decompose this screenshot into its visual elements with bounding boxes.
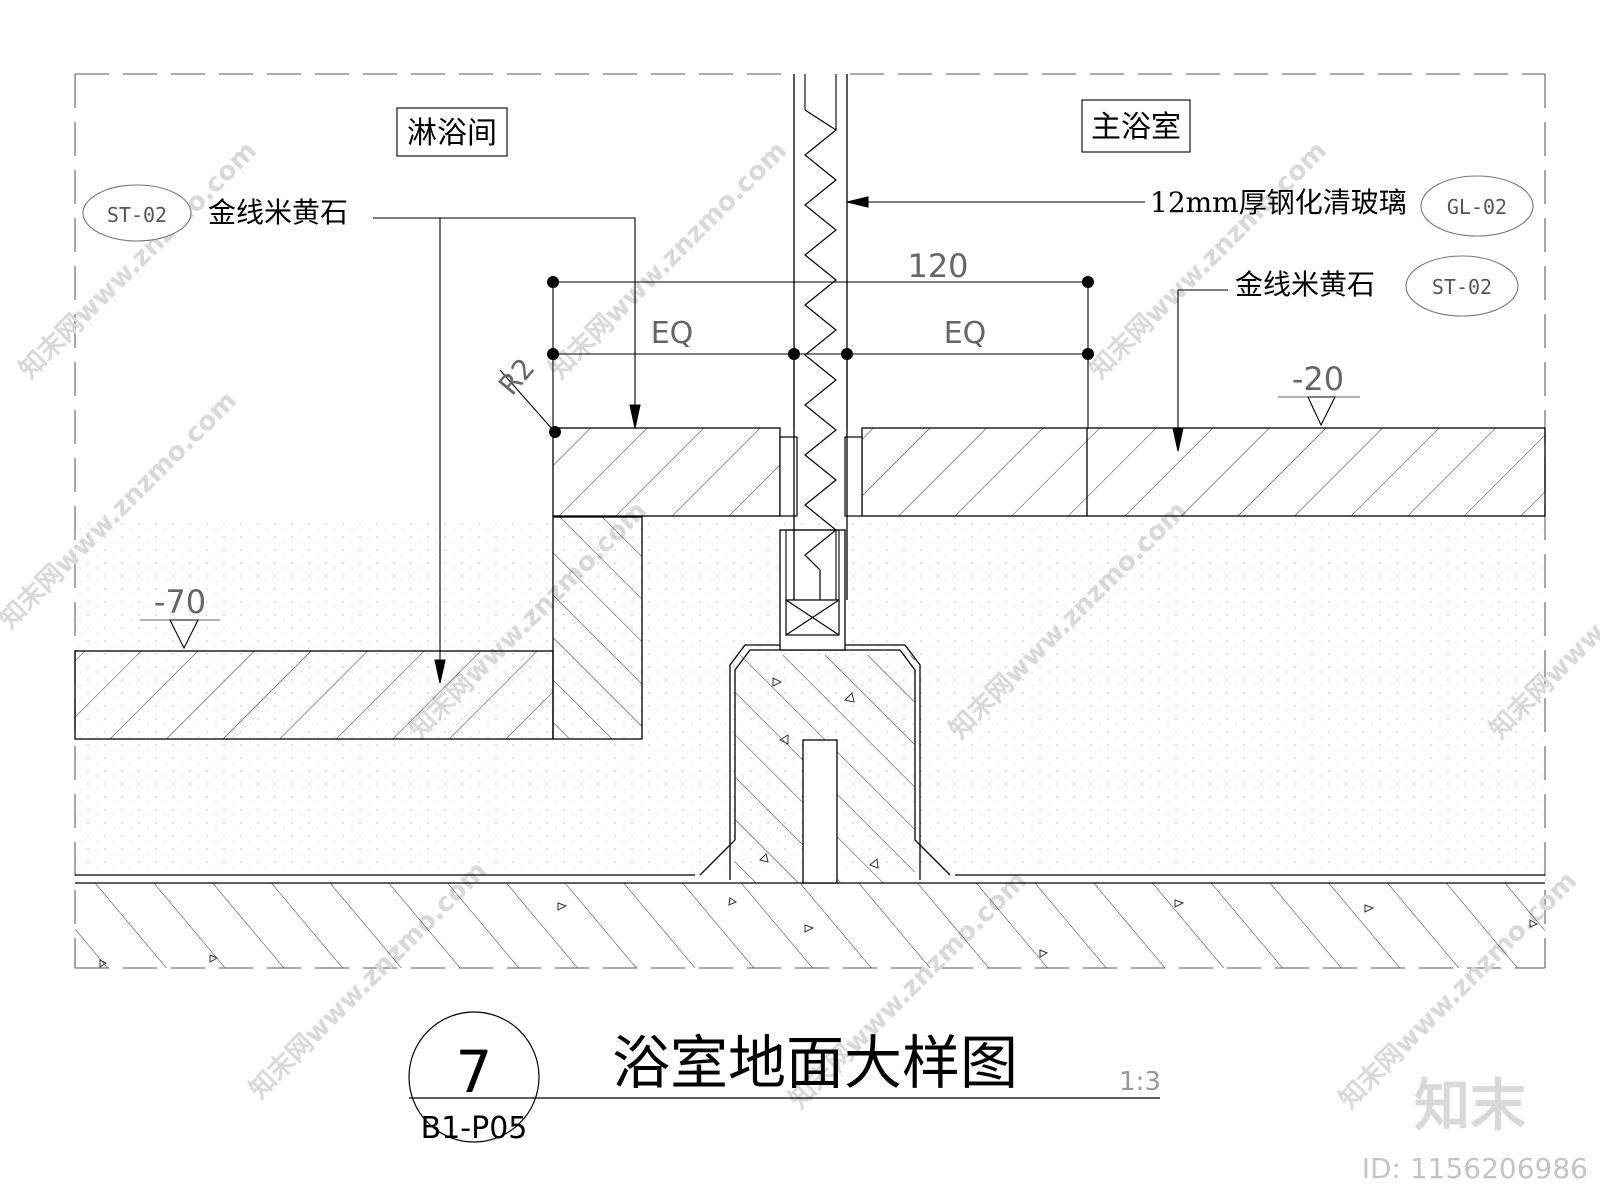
leader-glass: 12mm厚钢化清玻璃	[846, 186, 1407, 219]
watermark-text: 知末网www.znzmo.com	[1084, 136, 1333, 385]
leader-stone-left: 金线米黄石	[208, 196, 641, 684]
material-tag: GL-02	[1447, 195, 1507, 219]
detail-bubble	[408, 1011, 540, 1143]
title-block: 7 B1-P05 浴室地面大样图 1:3	[408, 1011, 1161, 1146]
level-right-text: -20	[1292, 360, 1344, 398]
level-marker-left: -70	[140, 583, 220, 650]
curb-stone-riser	[552, 516, 643, 740]
concrete-slab	[75, 874, 1545, 968]
material-tag: ST-02	[1432, 275, 1492, 299]
dimension-lines	[499, 281, 1089, 432]
dimension-eq-right: EQ	[944, 316, 987, 351]
concrete-curb	[699, 644, 951, 884]
watermark-text: 知末网www.znzmo.com	[14, 136, 263, 385]
material-tag: ST-02	[107, 203, 167, 227]
tag-gl: GL-02	[1420, 175, 1534, 237]
sheet-reference: B1-P05	[421, 1111, 528, 1146]
room-label-shower: 淋浴间	[396, 107, 508, 157]
radius-label: R2	[492, 352, 541, 402]
id-text: ID: 1156206986	[1362, 1152, 1588, 1185]
brand-logo-text: 知末	[1414, 1074, 1526, 1139]
drawing-scale: 1:3	[1119, 1067, 1161, 1097]
room-label-master: 主浴室	[1081, 99, 1191, 153]
tag-st-right: ST-02	[1405, 255, 1519, 317]
dimension-120: 120	[907, 247, 968, 285]
dimension-eq-left: EQ	[651, 316, 694, 351]
master-bathroom-label: 主浴室	[1091, 110, 1181, 145]
level-marker-right: -20	[1278, 360, 1360, 427]
glass-channel	[779, 529, 846, 651]
glass-label: 12mm厚钢化清玻璃	[1150, 186, 1407, 219]
dimension-dots	[547, 276, 1094, 438]
detail-number: 7	[456, 1038, 493, 1106]
glass-panel	[793, 74, 848, 600]
leader-stone-right: 金线米黄石	[1172, 268, 1375, 452]
level-left-text: -70	[154, 583, 206, 621]
shower-room-label: 淋浴间	[407, 116, 497, 151]
shower-stone-floor	[74, 650, 554, 740]
tag-st-left: ST-02	[82, 184, 192, 242]
top-stone-tiles	[552, 427, 1546, 517]
drawing-title: 浴室地面大样图	[612, 1029, 1018, 1097]
stone-right-label: 金线米黄石	[1235, 268, 1375, 301]
stone-left-label: 金线米黄石	[208, 196, 348, 229]
brand-watermark: 知末 ID: 1156206986	[1362, 1074, 1588, 1185]
